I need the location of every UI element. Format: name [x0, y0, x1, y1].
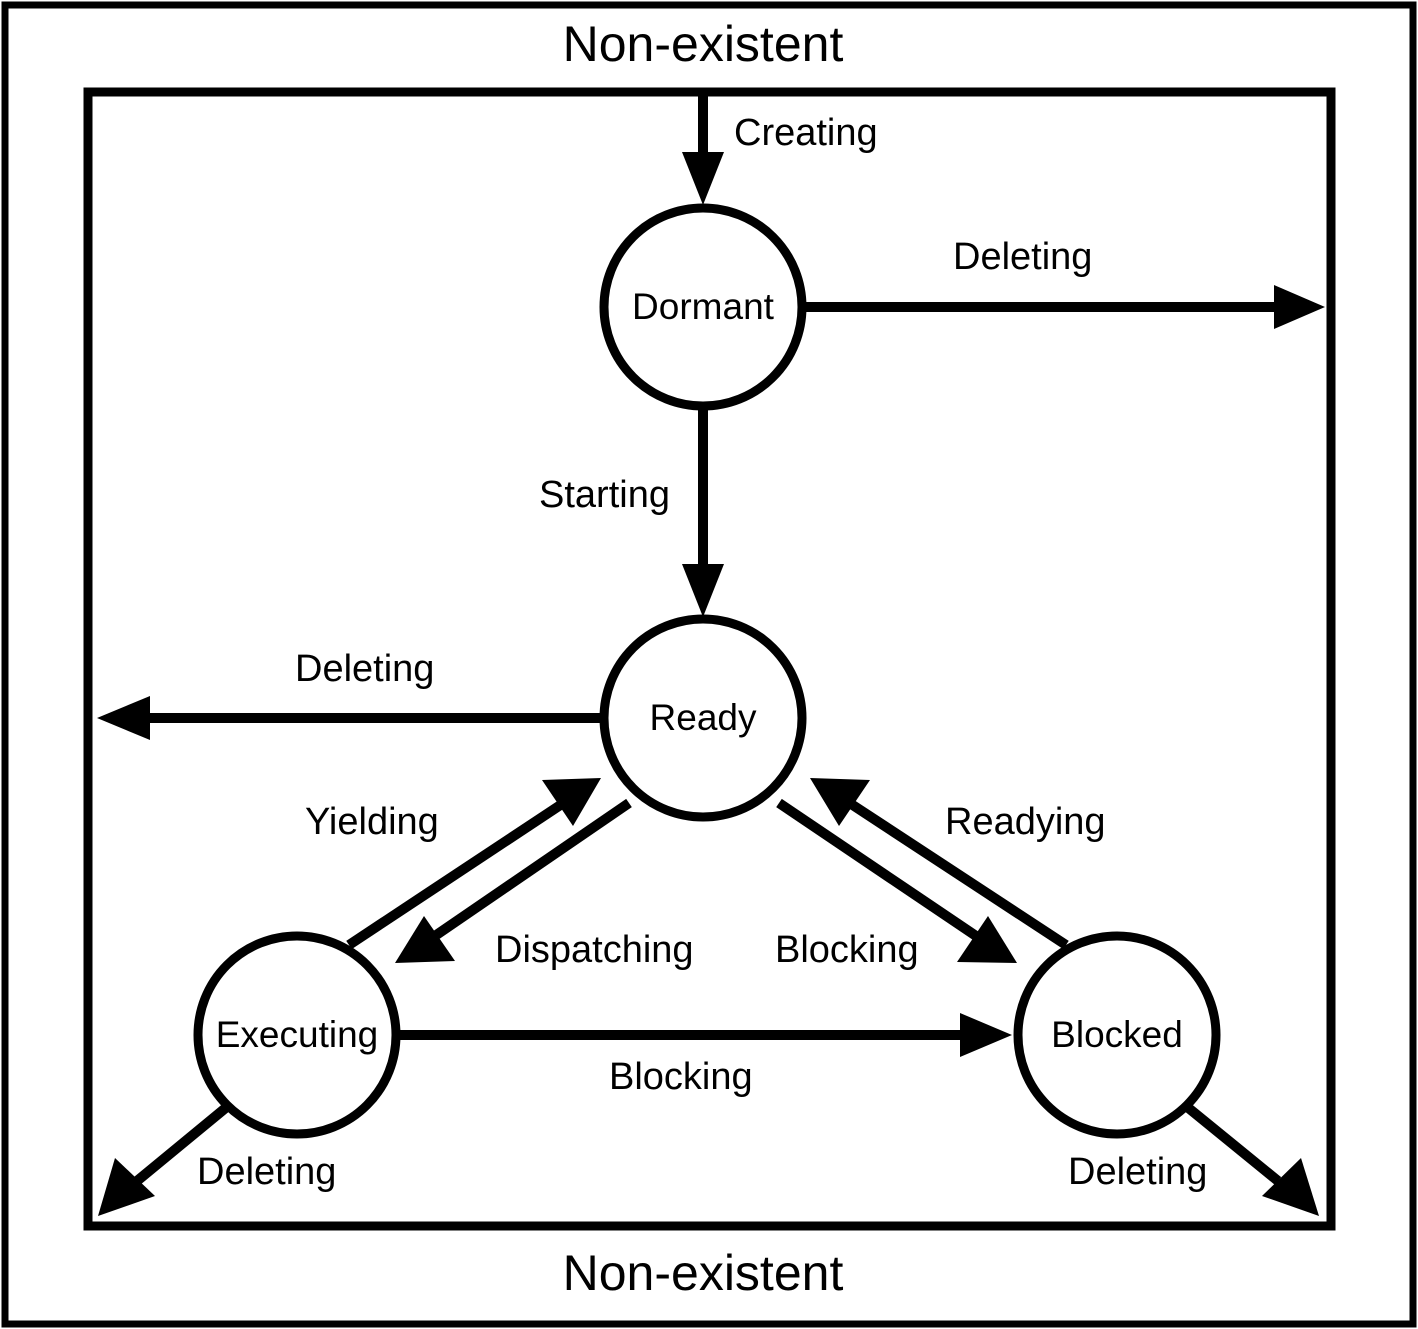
state-label-executing: Executing [216, 1014, 379, 1055]
transition-blocking-ready [776, 798, 1017, 963]
arrowhead-deleting-dormant [1274, 285, 1325, 329]
arrowhead-creating [682, 152, 724, 205]
state-circle-ready[interactable] [599, 614, 807, 822]
state-circle-executing[interactable] [193, 931, 401, 1139]
edge-label-deleting-blocked: Deleting [1068, 1151, 1207, 1193]
transition-yielding-line [346, 795, 571, 950]
edge-label-blocking-ready: Blocking [775, 929, 919, 971]
transition-starting [682, 406, 724, 617]
existence-boundary-box [83, 87, 1336, 1231]
edge-label-starting: Starting [539, 474, 670, 516]
arrowhead-deleting-blocked [1262, 1158, 1319, 1216]
arrowhead-blocking-exec [960, 1013, 1012, 1057]
transition-dispatching-line [426, 798, 632, 945]
transition-dispatching [395, 798, 632, 963]
transition-deleting-executing-line [133, 1102, 232, 1185]
state-node-blocked[interactable]: Blocked [1013, 931, 1221, 1139]
arrowhead-deleting-ready [97, 696, 150, 740]
arrowhead-starting [682, 564, 724, 617]
region-label-top: Non-existent [563, 16, 844, 72]
state-label-ready: Ready [650, 697, 757, 738]
transition-readying-line [842, 795, 1069, 950]
transition-deleting-ready [97, 696, 604, 740]
arrowhead-yielding [542, 778, 601, 826]
state-label-blocked: Blocked [1051, 1014, 1183, 1055]
edge-label-yielding: Yielding [305, 801, 439, 843]
transition-blocking-exec [398, 1013, 1012, 1057]
arrowhead-dispatching [395, 916, 455, 963]
state-node-dormant[interactable]: Dormant [599, 203, 807, 411]
edge-label-deleting-ready: Deleting [295, 648, 434, 690]
state-node-executing[interactable]: Executing [193, 931, 401, 1139]
edge-label-creating: Creating [734, 112, 878, 154]
edge-label-readying: Readying [945, 801, 1106, 843]
edge-label-deleting-executing: Deleting [197, 1151, 336, 1193]
transition-readying [810, 778, 1069, 950]
arrowhead-deleting-executing [98, 1158, 155, 1216]
edge-label-deleting-dormant: Deleting [953, 236, 1092, 278]
state-circle-dormant[interactable] [599, 203, 807, 411]
state-circle-blocked[interactable] [1013, 931, 1221, 1139]
arrowhead-readying [810, 778, 870, 826]
edge-label-blocking-exec: Blocking [609, 1056, 753, 1098]
transition-blocking-ready-line [776, 798, 985, 945]
transition-deleting-blocked [1182, 1102, 1319, 1216]
transition-deleting-executing [98, 1102, 232, 1216]
edge-label-dispatching: Dispatching [495, 929, 694, 971]
transition-yielding [346, 778, 601, 950]
transition-deleting-blocked-line [1182, 1102, 1282, 1185]
state-node-ready[interactable]: Ready [599, 614, 807, 822]
transition-deleting-dormant [802, 285, 1325, 329]
state-label-dormant: Dormant [632, 286, 775, 327]
arrowhead-blocking-ready [957, 916, 1017, 963]
region-label-bottom: Non-existent [563, 1245, 844, 1301]
transition-creating [682, 94, 724, 205]
